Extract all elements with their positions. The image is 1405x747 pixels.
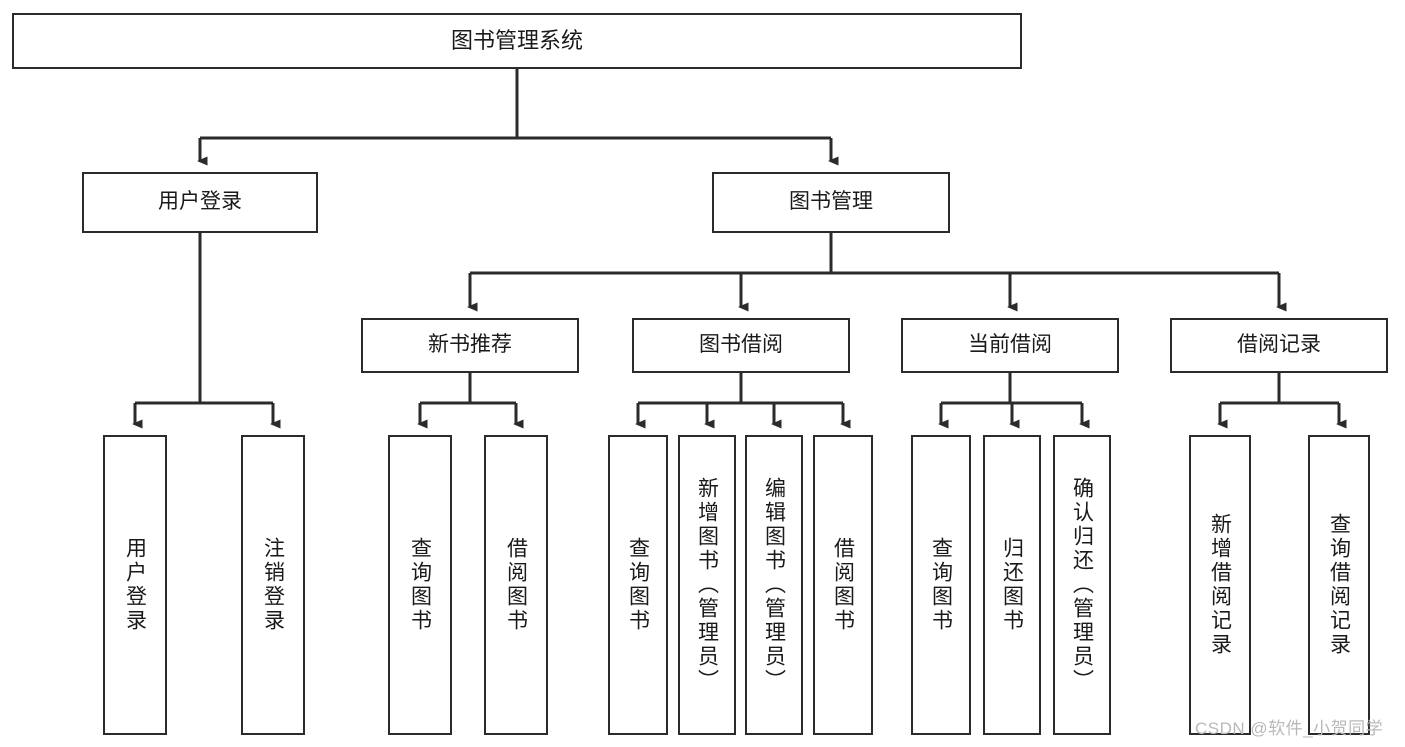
- node-leaf-add-record[interactable]: 新增借阅记录: [1189, 435, 1251, 735]
- node-leaf-borrow-book-2[interactable]: 借阅图书: [813, 435, 873, 735]
- node-label-leaf-borrow-book-1: 借阅图书: [504, 537, 528, 633]
- node-label-leaf-logout: 注销登录: [261, 537, 285, 633]
- node-label-leaf-query-book-1: 查询图书: [408, 537, 432, 633]
- node-leaf-confirm-return[interactable]: 确认归还（管理员）: [1053, 435, 1111, 735]
- node-label-book-mgmt: 图书管理: [789, 190, 873, 214]
- node-leaf-query-book-3[interactable]: 查询图书: [911, 435, 971, 735]
- node-leaf-borrow-book-1[interactable]: 借阅图书: [484, 435, 548, 735]
- node-leaf-query-book-1[interactable]: 查询图书: [388, 435, 452, 735]
- node-leaf-user-login[interactable]: 用户登录: [103, 435, 167, 735]
- node-leaf-logout[interactable]: 注销登录: [241, 435, 305, 735]
- node-label-new-book-rec: 新书推荐: [428, 333, 512, 357]
- node-label-root: 图书管理系统: [450, 28, 583, 54]
- watermark-label: CSDN @软件_小贺同学: [1195, 719, 1384, 738]
- node-label-user-login: 用户登录: [158, 190, 242, 214]
- node-root[interactable]: 图书管理系统: [12, 13, 1022, 69]
- node-new-book-rec[interactable]: 新书推荐: [361, 318, 579, 373]
- node-label-leaf-return-book: 归还图书: [1000, 537, 1024, 633]
- node-label-leaf-add-record: 新增借阅记录: [1208, 513, 1232, 657]
- node-label-leaf-query-record: 查询借阅记录: [1327, 513, 1351, 657]
- node-book-mgmt[interactable]: 图书管理: [712, 172, 950, 233]
- node-current-borrow[interactable]: 当前借阅: [901, 318, 1119, 373]
- node-label-leaf-add-book: 新增图书（管理员）: [695, 477, 719, 693]
- node-label-leaf-user-login: 用户登录: [123, 537, 147, 633]
- node-label-borrow-record: 借阅记录: [1237, 333, 1321, 357]
- node-leaf-query-book-2[interactable]: 查询图书: [608, 435, 668, 735]
- node-label-leaf-confirm-return: 确认归还（管理员）: [1070, 477, 1094, 693]
- node-label-current-borrow: 当前借阅: [968, 333, 1052, 357]
- node-label-leaf-edit-book: 编辑图书（管理员）: [762, 477, 786, 693]
- node-borrow-record[interactable]: 借阅记录: [1170, 318, 1388, 373]
- node-leaf-query-record[interactable]: 查询借阅记录: [1308, 435, 1370, 735]
- node-label-leaf-borrow-book-2: 借阅图书: [831, 537, 855, 633]
- node-leaf-add-book[interactable]: 新增图书（管理员）: [678, 435, 736, 735]
- node-label-book-borrow: 图书借阅: [699, 333, 783, 357]
- node-label-leaf-query-book-2: 查询图书: [626, 537, 650, 633]
- node-user-login[interactable]: 用户登录: [82, 172, 318, 233]
- node-leaf-edit-book[interactable]: 编辑图书（管理员）: [745, 435, 803, 735]
- node-leaf-return-book[interactable]: 归还图书: [983, 435, 1041, 735]
- node-book-borrow[interactable]: 图书借阅: [632, 318, 850, 373]
- node-label-leaf-query-book-3: 查询图书: [929, 537, 953, 633]
